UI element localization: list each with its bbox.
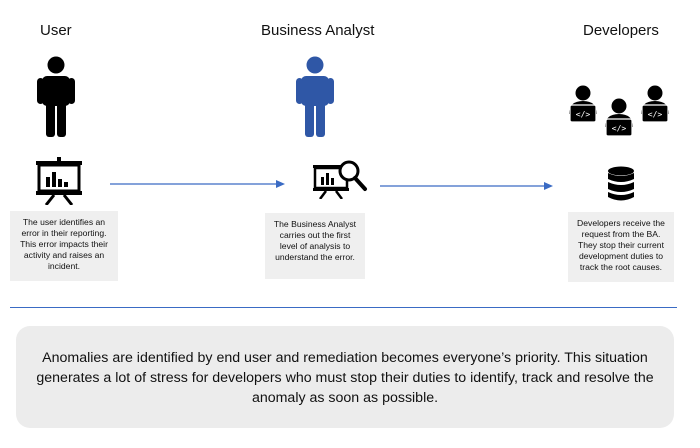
summary-box: Anomalies are identified by end user and… (16, 326, 674, 428)
developers-group-icon: </> </> </> (566, 84, 676, 140)
column-title-user: User (40, 22, 72, 39)
presentation-search-icon (311, 159, 369, 199)
svg-text:</>: </> (648, 110, 663, 119)
svg-text:</>: </> (576, 110, 591, 119)
arrow-right-icon (380, 180, 554, 192)
user-person-icon (36, 56, 76, 138)
database-icon (607, 166, 635, 202)
developer-laptop-icon: </> (569, 85, 597, 123)
column-title-developers: Developers (583, 22, 659, 39)
arrow-right-icon (110, 178, 286, 190)
business-analyst-person-icon (295, 56, 335, 138)
section-divider (10, 307, 677, 308)
developer-laptop-icon: </> (641, 85, 669, 123)
user-description-box: The user identifies an error in their re… (10, 211, 118, 281)
column-title-business-analyst: Business Analyst (261, 22, 375, 39)
developers-description-box: Developers receive the request from the … (568, 212, 674, 282)
presentation-chart-icon (34, 157, 84, 205)
svg-text:</>: </> (612, 124, 627, 133)
developer-laptop-icon: </> (605, 98, 633, 137)
business-analyst-description-box: The Business Analyst carries out the fir… (265, 213, 365, 279)
